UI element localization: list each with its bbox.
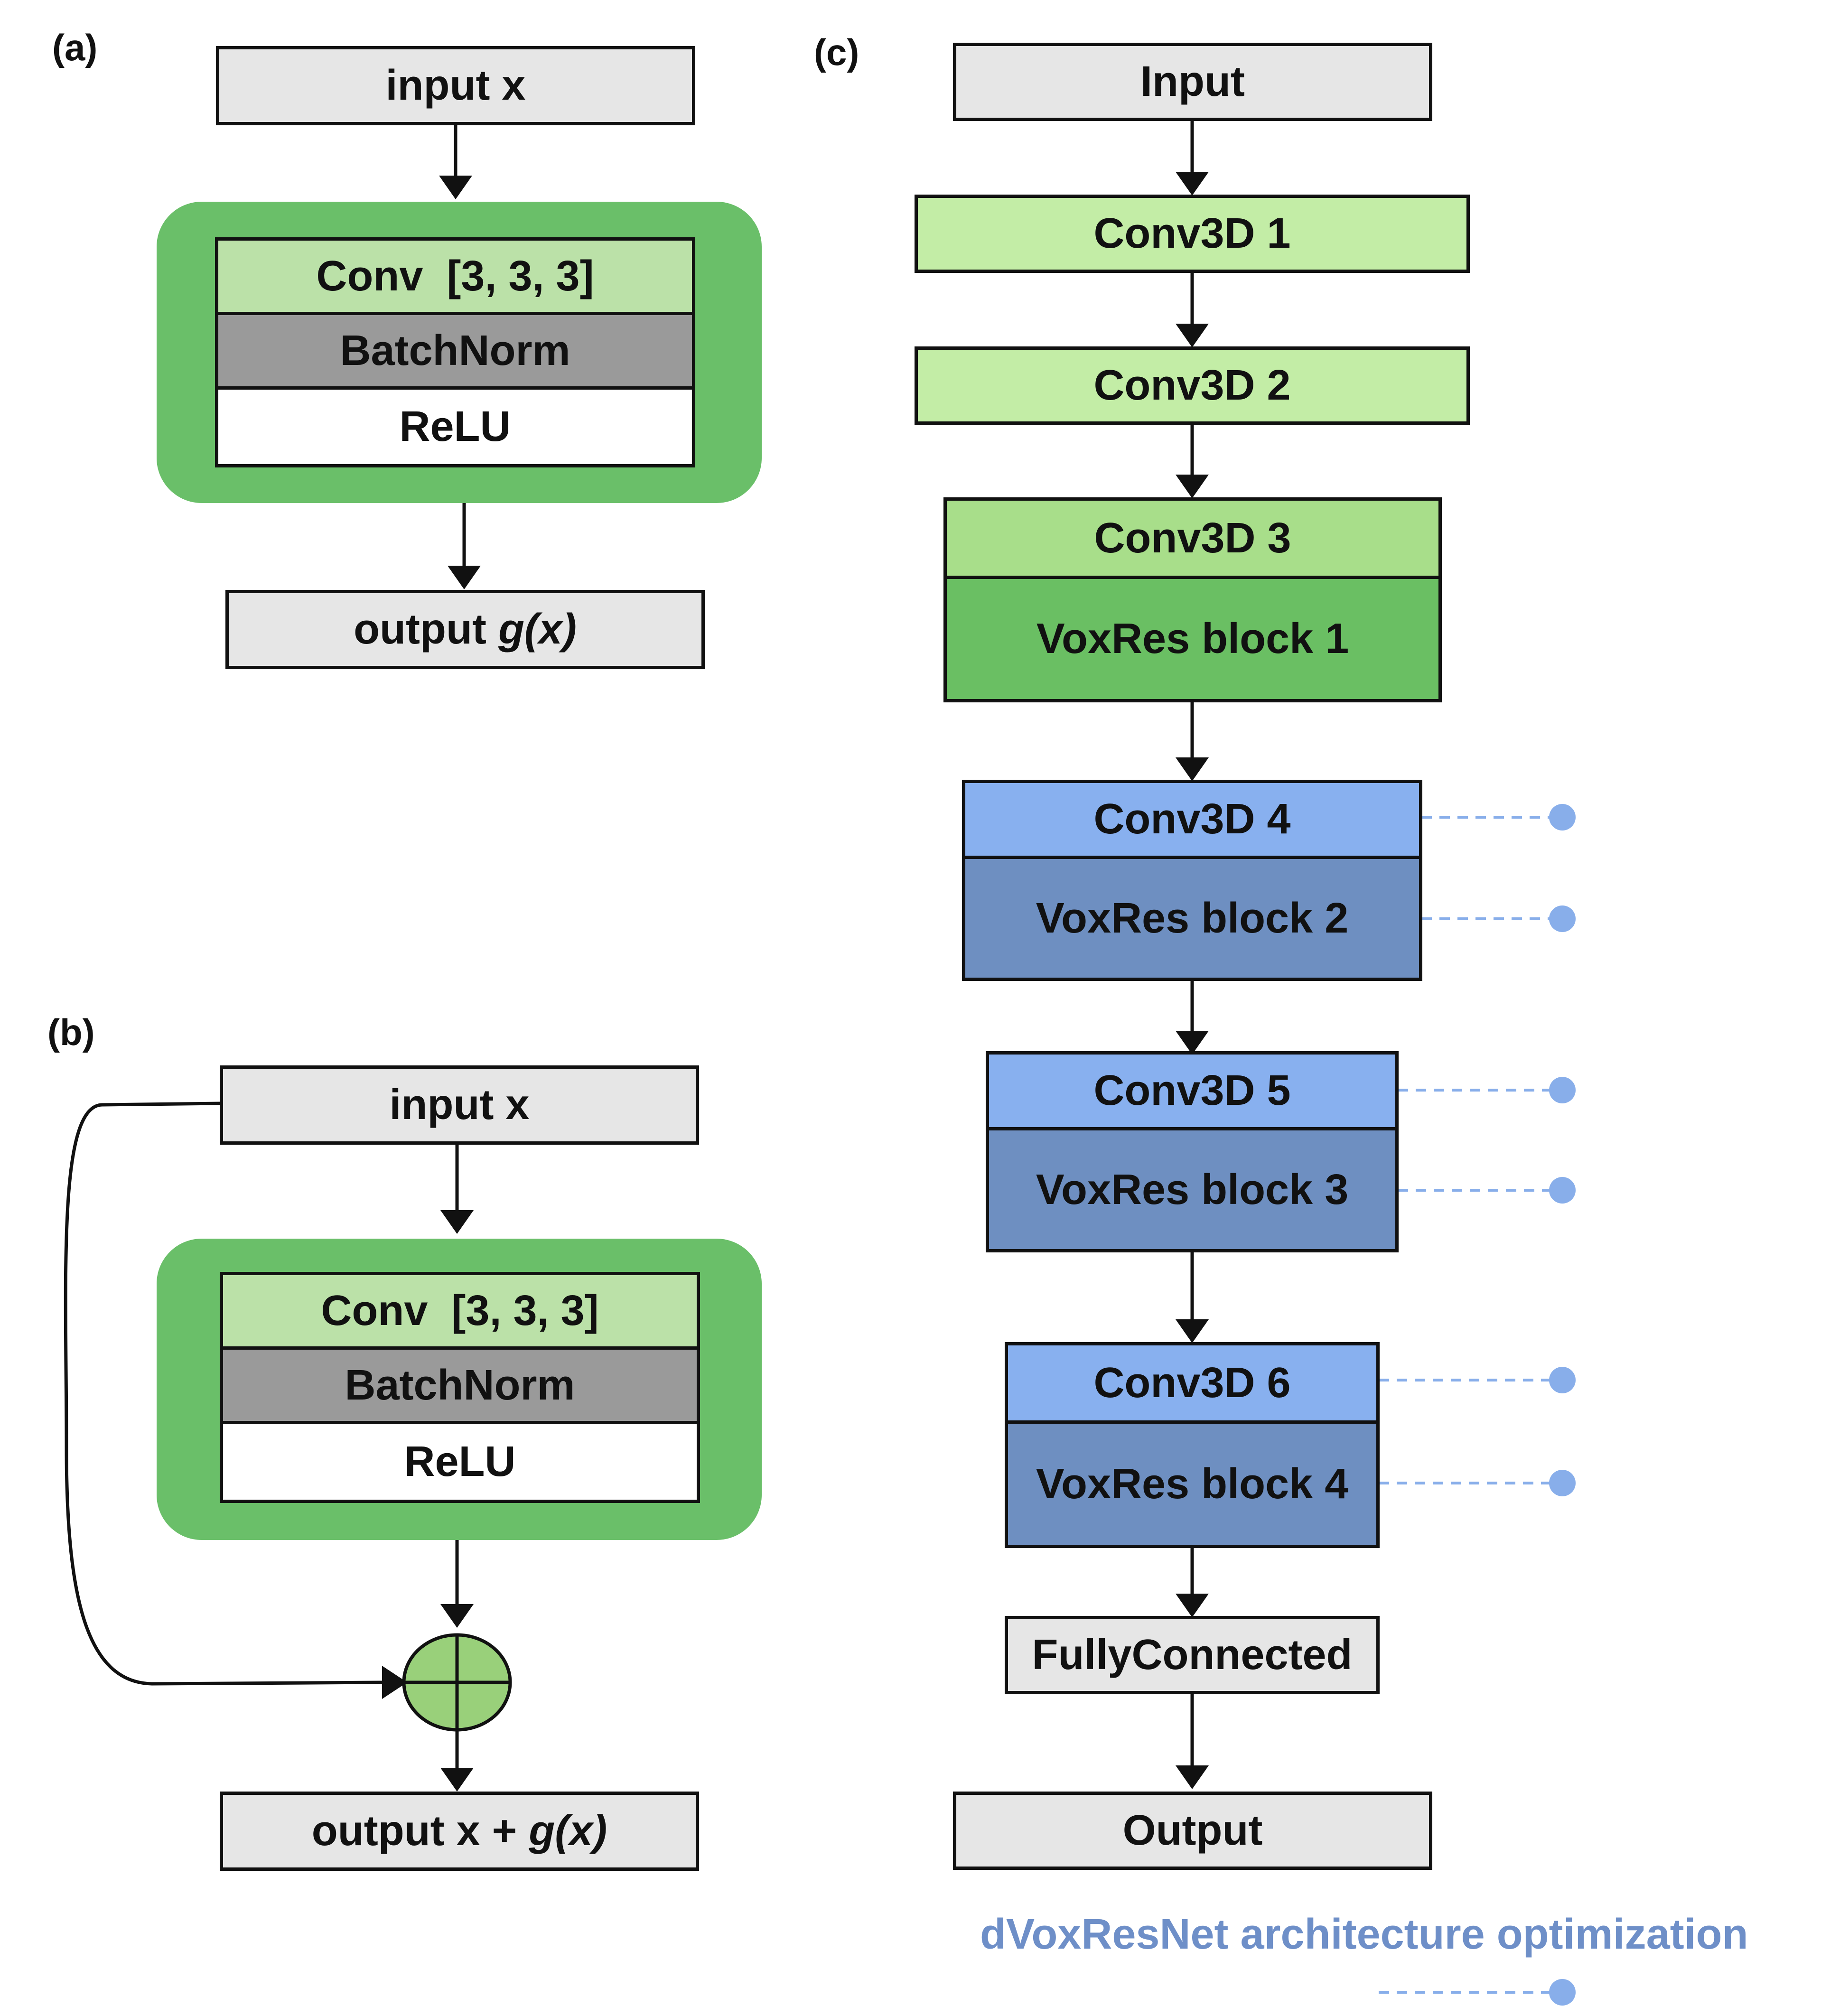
panel-a-batchnorm-layer: BatchNorm — [218, 315, 692, 390]
panel-c-conv3d-5: Conv3D 5 — [989, 1055, 1395, 1130]
panel-a-label: (a) — [52, 27, 98, 68]
panel-a-layer-stack: Conv [3, 3, 3] BatchNorm ReLU — [215, 237, 695, 467]
opt-dot-voxres2 — [1549, 905, 1576, 932]
panel-a-input: input x — [216, 46, 695, 125]
residual-sum-node — [402, 1633, 512, 1732]
panel-c-output: Output — [953, 1792, 1432, 1870]
panel-c-label: (c) — [814, 31, 859, 73]
panel-a-conv-layer: Conv [3, 3, 3] — [218, 241, 692, 315]
panel-b-batchnorm-layer: BatchNorm — [223, 1350, 697, 1424]
panel-b-label: (b) — [47, 1011, 95, 1053]
panel-b-relu-layer: ReLU — [223, 1424, 697, 1500]
arrowhead-b1 — [440, 1210, 474, 1234]
arrowhead-a2 — [448, 566, 481, 589]
panel-a-output-prefix: output — [354, 606, 498, 653]
panel-b-output-prefix: output x + — [311, 1807, 529, 1855]
panel-b-layer-stack: Conv [3, 3, 3] BatchNorm ReLU — [220, 1272, 700, 1503]
legend-title: dVoxResNet architecture optimization — [980, 1911, 1748, 1958]
opt-dot-voxres4 — [1549, 1470, 1576, 1496]
panel-a-arrows — [439, 124, 481, 589]
panel-a-relu-layer: ReLU — [218, 390, 692, 464]
panel-b-conv-layer: Conv [3, 3, 3] — [223, 1275, 697, 1350]
opt-dot-conv5 — [1549, 1077, 1576, 1103]
panel-b-arrows — [64, 1101, 474, 1792]
panel-c-conv3d-2: Conv3D 2 — [915, 346, 1470, 425]
panel-c-fully-connected: FullyConnected — [1005, 1616, 1380, 1694]
panel-c-arrows — [1176, 121, 1209, 1789]
panel-c-stage-6: Conv3D 6 VoxRes block 4 — [1005, 1342, 1380, 1548]
arrowhead-skip — [382, 1666, 407, 1699]
opt-dot-conv6 — [1549, 1367, 1576, 1393]
panel-c-voxres-block-1: VoxRes block 1 — [947, 579, 1438, 699]
panel-b-input: input x — [220, 1065, 699, 1145]
panel-c-stage-3: Conv3D 3 VoxRes block 1 — [943, 497, 1442, 702]
panel-c-voxres-block-4: VoxRes block 4 — [1008, 1424, 1376, 1545]
panel-b-output: output x + g(x) — [220, 1792, 699, 1871]
opt-dot-conv4 — [1549, 804, 1576, 831]
panel-c-stage-4: Conv3D 4 VoxRes block 2 — [962, 780, 1422, 981]
panel-c-voxres-block-2: VoxRes block 2 — [965, 859, 1419, 978]
panel-c-stage-5: Conv3D 5 VoxRes block 3 — [986, 1051, 1399, 1252]
panel-b-output-func: g(x) — [529, 1807, 607, 1855]
panel-c-conv3d-1: Conv3D 1 — [915, 195, 1470, 273]
panel-c-conv3d-3: Conv3D 3 — [947, 501, 1438, 579]
opt-dot-voxres3 — [1549, 1177, 1576, 1204]
optimization-dots — [1549, 804, 1576, 2006]
panel-a-output: output g(x) — [225, 590, 705, 669]
arrowhead-a1 — [439, 176, 472, 199]
skip-connection — [64, 1101, 385, 1686]
panel-c-conv3d-6: Conv3D 6 — [1008, 1345, 1376, 1424]
panel-c-input: Input — [953, 43, 1432, 121]
panel-c-voxres-block-3: VoxRes block 3 — [989, 1130, 1395, 1249]
arrowhead-b2 — [440, 1604, 474, 1628]
opt-dot-legend — [1549, 1979, 1576, 2006]
panel-c-conv3d-4: Conv3D 4 — [965, 783, 1419, 859]
arrowhead-b3 — [440, 1768, 474, 1792]
panel-a-output-func: g(x) — [498, 606, 577, 653]
optimization-connectors — [1379, 816, 1552, 1994]
